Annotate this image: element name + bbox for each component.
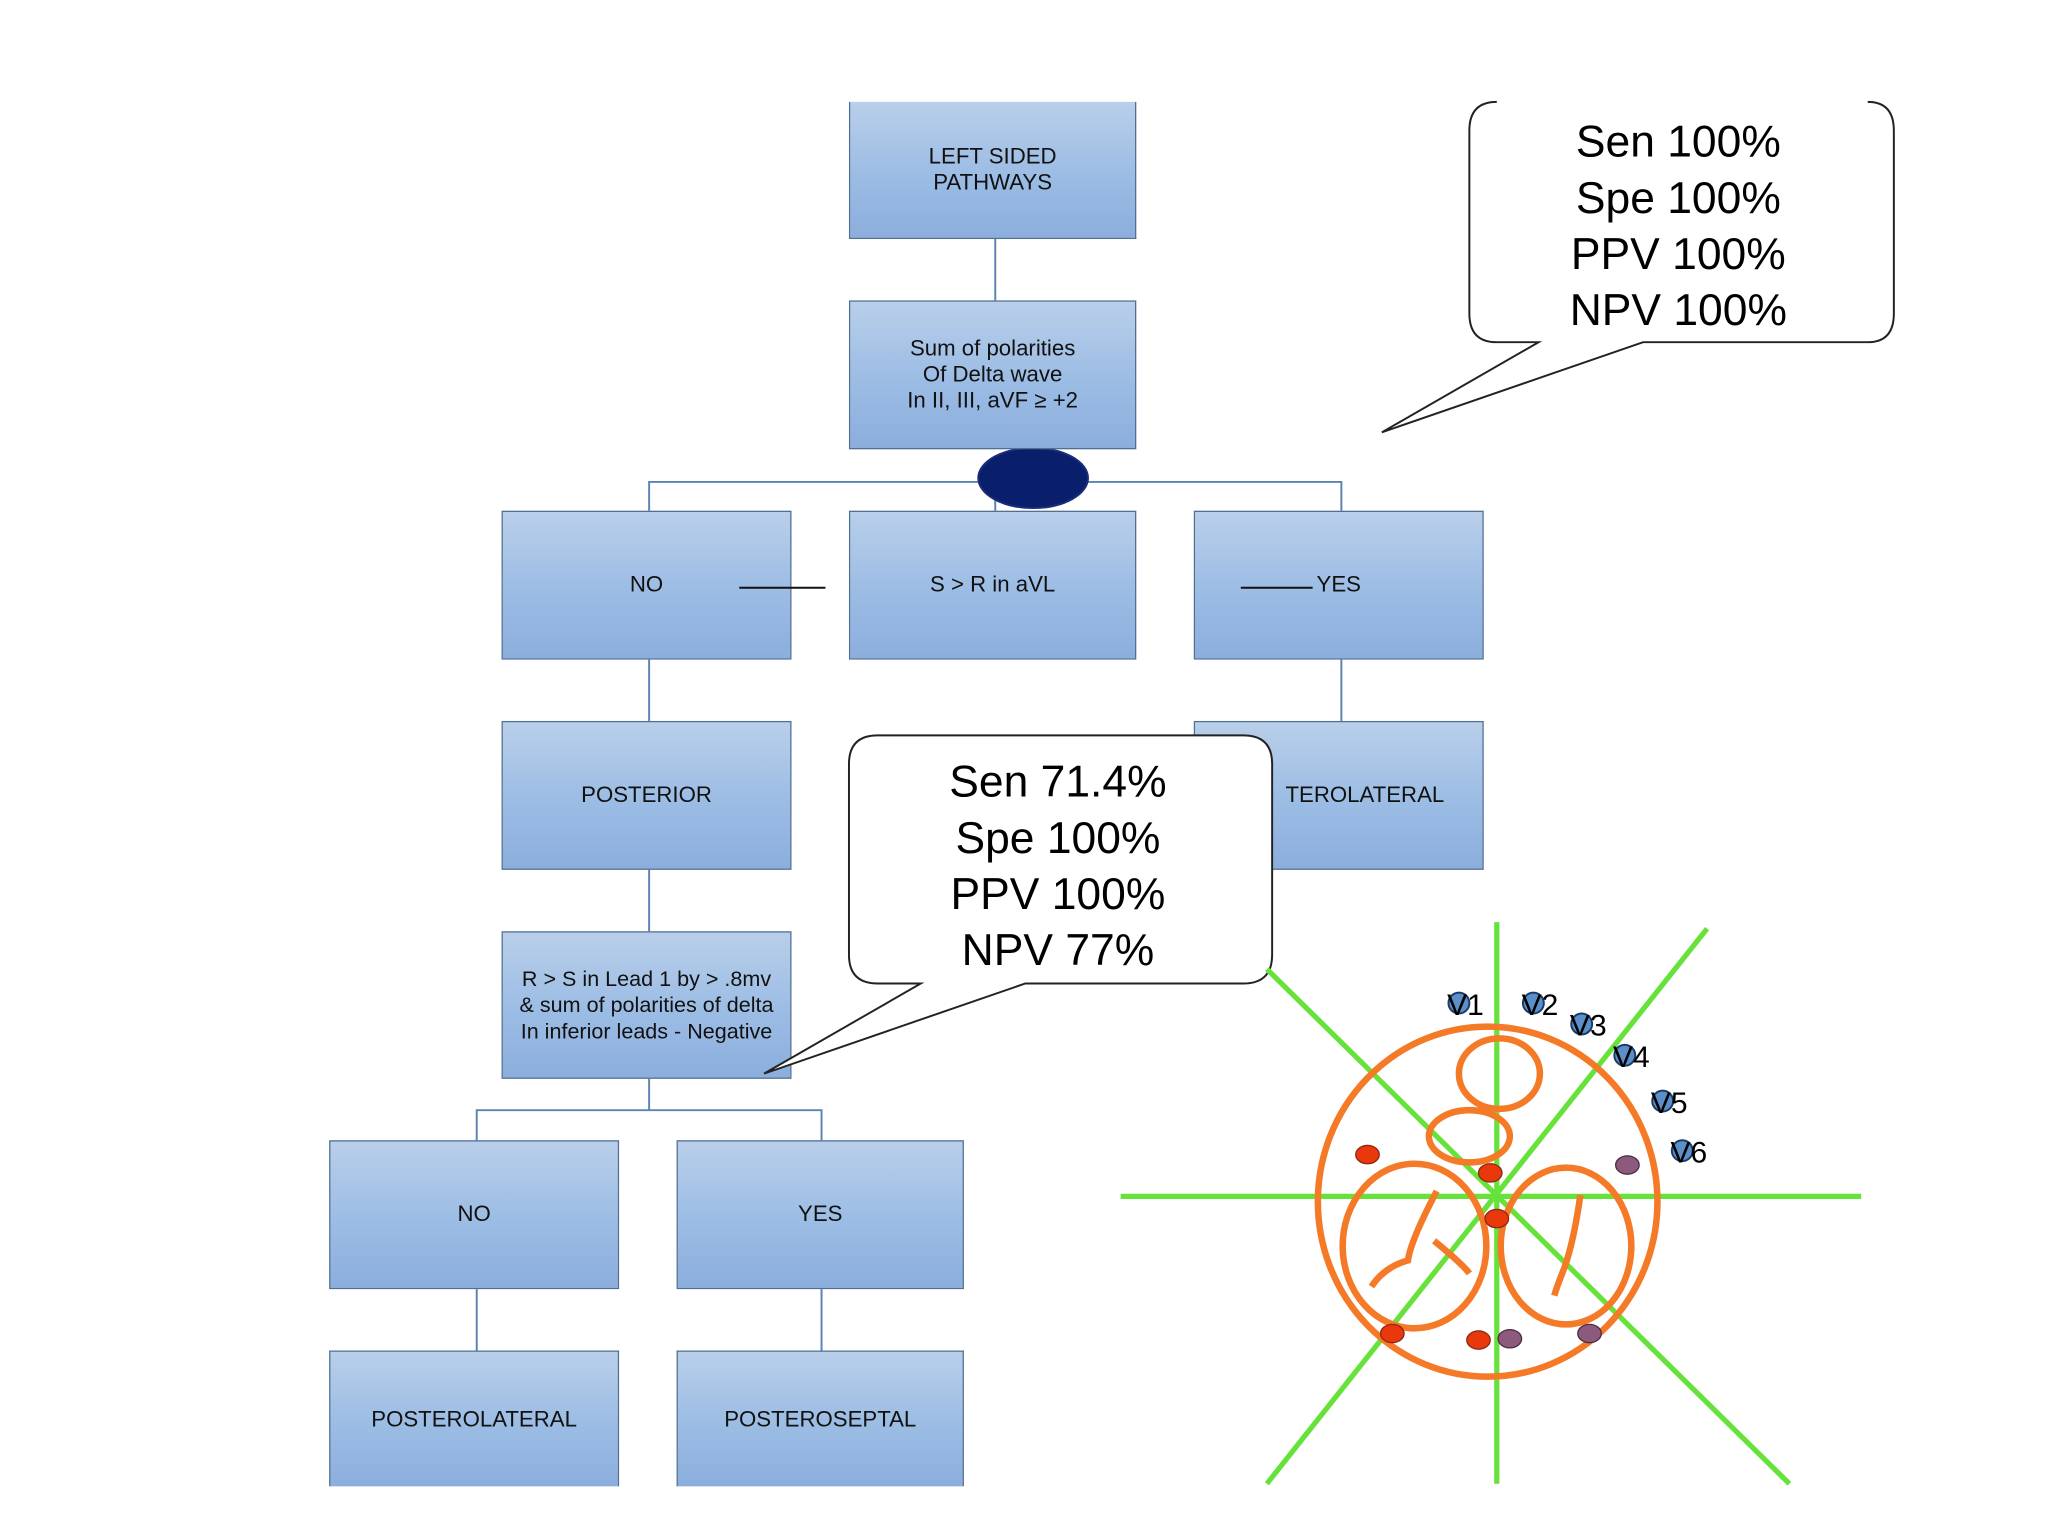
- pulmonary-ring: [1455, 1035, 1544, 1113]
- lead-label: V4: [1613, 1041, 1650, 1074]
- pathway-dots: [1355, 1144, 1640, 1350]
- node-posterior: POSTERIOR: [501, 720, 792, 870]
- lead-label: V5: [1651, 1087, 1688, 1120]
- lead-label: V1: [1447, 989, 1484, 1022]
- lead-label: V3: [1570, 1010, 1607, 1043]
- lead-v4: V4: [1613, 1041, 1650, 1074]
- mitral-leaflet-1: [1368, 1189, 1440, 1289]
- callout-mid-text: Sen 71.4% Spe 100% PPV 100% NPV 77%: [862, 755, 1254, 980]
- purple-dot: [1497, 1328, 1523, 1349]
- lead-marker-icon: [1570, 1012, 1594, 1036]
- callout-mid-ppv: PPV 100%: [950, 869, 1166, 920]
- purple-dot: [1614, 1155, 1640, 1175]
- callout-mid-spe: Spe 100%: [955, 813, 1161, 864]
- callout-top-ppv: PPV 100%: [1570, 229, 1786, 280]
- node-yes-level2: YES: [676, 1140, 964, 1290]
- red-dot: [1477, 1163, 1503, 1183]
- red-dot: [1466, 1330, 1491, 1350]
- heart-outline-group: [1314, 1023, 1661, 1380]
- lead-marker-icon: [1670, 1139, 1694, 1163]
- lead-v3: V3: [1570, 1010, 1607, 1043]
- mitral-leaflet-2: [1432, 1238, 1473, 1276]
- callout-mid-npv: NPV 77%: [961, 926, 1155, 976]
- node-s-greater-r-avl: S > R in aVL: [848, 510, 1137, 660]
- lead-v6: V6: [1671, 1136, 1708, 1169]
- lead-label: V2: [1522, 989, 1559, 1022]
- lead-marker-icon: [1651, 1089, 1675, 1113]
- red-dot: [1355, 1144, 1380, 1165]
- outer-ring: [1314, 1023, 1661, 1380]
- lead-v5: V5: [1651, 1087, 1688, 1120]
- or-label: or: [1017, 458, 1050, 499]
- callout-top-npv: NPV 100%: [1569, 286, 1787, 336]
- lead-markers: V1 V2 V3 V4 V5 V6: [1447, 989, 1707, 1170]
- node-no-level2: NO: [329, 1140, 620, 1290]
- edge-branch-level2: [475, 1109, 823, 1141]
- callout-mid-balloon: [763, 734, 1274, 1075]
- callout-mid-sen: Sen 71.4%: [949, 757, 1167, 808]
- axis-lines: [1120, 922, 1862, 1486]
- red-dot: [1379, 1323, 1405, 1344]
- lead-v2: V2: [1522, 989, 1559, 1022]
- mitral-ring: [1339, 1160, 1490, 1332]
- node-yes-level1: YES: [1193, 510, 1484, 660]
- callout-top-text: Sen 100% Spe 100% PPV 100% NPV 100%: [1489, 115, 1868, 340]
- aortic-ring: [1425, 1106, 1514, 1166]
- node-posterolateral: POSTEROLATERAL: [329, 1350, 620, 1487]
- lead-label: V6: [1671, 1136, 1708, 1169]
- node-sum-polarities-delta: Sum of polarities Of Delta wave In II, I…: [848, 300, 1137, 450]
- callout-top-sen: Sen 100%: [1575, 117, 1781, 168]
- node-posteroseptal: POSTEROSEPTAL: [676, 1350, 964, 1487]
- lead-v1: V1: [1447, 989, 1484, 1022]
- callout-top-balloon: [1381, 100, 1895, 434]
- tricuspid-ring: [1497, 1164, 1635, 1328]
- lead-marker-icon: [1447, 991, 1471, 1015]
- node-r-greater-s-lead1: R > S in Lead 1 by > .8mv & sum of polar…: [501, 931, 792, 1079]
- lead-marker-icon: [1613, 1043, 1637, 1067]
- axis-diagonal-down: [1265, 967, 1792, 1486]
- tricuspid-leaflet: [1551, 1194, 1584, 1297]
- red-dot: [1484, 1208, 1510, 1229]
- axis-diagonal-up: [1264, 927, 1710, 1486]
- node-no-level1: NO: [501, 510, 792, 660]
- node-left-sided-pathways: LEFT SIDED PATHWAYS: [848, 101, 1137, 240]
- lead-marker-icon: [1521, 991, 1545, 1015]
- purple-dot: [1577, 1323, 1602, 1344]
- callout-top-spe: Spe 100%: [1575, 173, 1781, 224]
